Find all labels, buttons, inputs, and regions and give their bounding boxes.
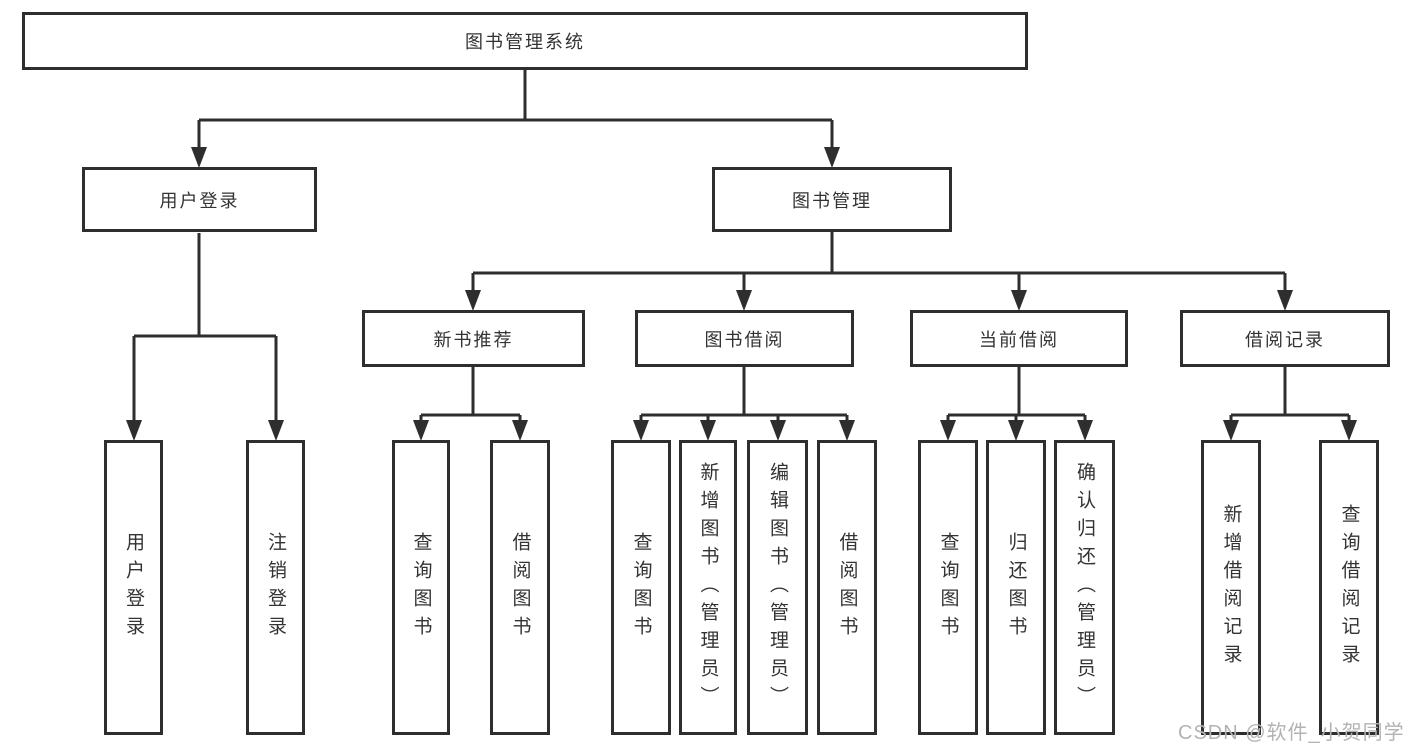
arrowhead [191,147,207,168]
arrowhead [413,420,429,441]
leaf-label: 借阅图书 [509,531,531,644]
branch-user-login: 用户登录 [82,167,317,232]
leaf-borrow-borrow-books: 借阅图书 [817,440,877,735]
arrowhead [1223,420,1239,441]
arrowhead [940,420,956,441]
leaf-borrow-edit-books-admin: 编辑图书（管理员） [747,440,808,735]
arrowhead [512,420,528,441]
leaf-label: 归还图书 [1005,531,1027,644]
branch-book-management: 图书管理 [712,167,952,232]
group-new-book-recommend: 新书推荐 [362,310,585,367]
arrowhead [1077,420,1093,441]
root-node-system-title: 图书管理系统 [22,12,1028,70]
arrowhead [839,420,855,441]
arrowhead [633,420,649,441]
arrowhead [465,290,481,311]
group-borrow-records: 借阅记录 [1180,310,1390,367]
leaf-logout: 注销登录 [246,440,305,735]
leaf-label: 用户登录 [123,531,144,644]
leaf-borrow-query-books: 查询图书 [611,440,671,735]
leaf-label: 查询图书 [630,531,652,644]
arrowhead [736,290,752,311]
arrowhead [1011,290,1027,311]
arrowhead [126,420,142,441]
arrowhead [1341,420,1357,441]
leaf-recommend-borrow-books: 借阅图书 [490,440,550,735]
leaf-label: 查询借阅记录 [1338,503,1360,672]
leaf-current-query-books: 查询图书 [918,440,978,735]
leaf-label: 注销登录 [265,531,286,644]
leaf-label: 确认归还（管理员） [1074,461,1095,714]
leaf-label: 编辑图书（管理员） [767,461,788,714]
connector-lines [132,70,1351,422]
leaf-user-login: 用户登录 [104,440,163,735]
leaf-current-return-books: 归还图书 [986,440,1046,735]
csdn-watermark: CSDN @软件_小贺同学 [1178,722,1405,744]
arrowhead [1008,420,1024,441]
group-current-borrow: 当前借阅 [910,310,1128,367]
leaf-label: 借阅图书 [836,531,858,644]
leaf-records-add-record: 新增借阅记录 [1201,440,1261,735]
leaf-borrow-add-books-admin: 新增图书（管理员） [679,440,737,735]
arrowhead [770,420,786,441]
arrowhead [268,420,284,441]
group-book-borrow: 图书借阅 [635,310,854,367]
leaf-label: 查询图书 [410,531,432,644]
leaf-recommend-query-books: 查询图书 [392,440,450,735]
leaf-label: 查询图书 [937,531,959,644]
arrowhead [700,420,716,441]
leaf-label: 新增图书（管理员） [697,461,719,714]
arrowhead [824,147,840,168]
leaf-current-confirm-return-admin: 确认归还（管理员） [1054,440,1115,735]
leaf-records-query-record: 查询借阅记录 [1319,440,1379,735]
arrowhead [1277,290,1293,311]
leaf-label: 新增借阅记录 [1220,503,1242,672]
